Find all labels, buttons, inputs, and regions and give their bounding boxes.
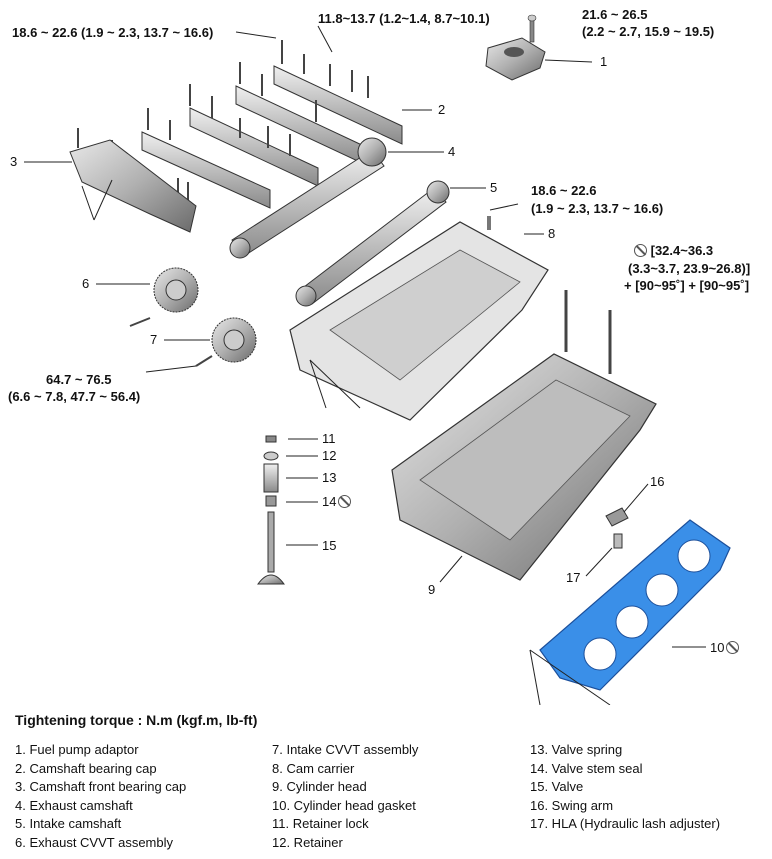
- legend-item: 17. HLA (Hydraulic lash adjuster): [530, 816, 721, 832]
- legend-item: 12. Retainer: [272, 834, 343, 850]
- callout-14: 14: [322, 494, 352, 510]
- callout-13: 13: [322, 470, 337, 485]
- callout-7: 7: [150, 332, 158, 347]
- callout-11: 11: [322, 431, 336, 446]
- callout-2: 2: [438, 102, 446, 117]
- cylinder-head-bolts: [564, 290, 612, 374]
- legend-item: 3. Camshaft front bearing cap: [15, 779, 187, 795]
- torque-bearing-cap-front: 18.6 ~ 22.6 (1.9 ~ 2.3, 13.7 ~ 16.6): [12, 25, 214, 40]
- cylinder-head-gasket: [539, 519, 731, 691]
- valve-stack: [257, 435, 285, 585]
- legend-item: 13. Valve spring: [530, 742, 623, 757]
- torque-fuel-pump-1: 21.6 ~ 26.5: [582, 7, 648, 22]
- callout-3: 3: [10, 154, 18, 169]
- callout-10: 10: [710, 640, 740, 656]
- legend-item: 15. Valve: [530, 779, 584, 795]
- callout-8: 8: [548, 226, 556, 241]
- torque-head-bolt-3: + [90~95˚] + [90~95˚]: [624, 278, 750, 293]
- camshaft-bearing-caps: [141, 65, 403, 209]
- torque-fuel-pump-2: (2.2 ~ 2.7, 15.9 ~ 19.5): [582, 24, 715, 39]
- exhaust-cvvt-assembly: [153, 267, 199, 313]
- torque-cvvt-2: (6.6 ~ 7.8, 47.7 ~ 56.4): [8, 389, 141, 404]
- torque-bearing-cap: 11.8~13.7 (1.2~1.4, 8.7~10.1): [318, 11, 490, 26]
- fuel-pump-adaptor: [485, 14, 546, 81]
- legend-col-1: 1. Fuel pump adaptor 2. Camshaft bearing…: [15, 741, 186, 853]
- callout-4: 4: [448, 144, 456, 159]
- legend-item: 5. Intake camshaft: [15, 816, 122, 832]
- exploded-diagram: [24, 14, 731, 705]
- legend-item: 7. Intake CVVT assembly: [272, 742, 419, 757]
- legend-col-2: 7. Intake CVVT assembly 8. Cam carrier 9…: [272, 741, 418, 853]
- camshaft-front-bearing-cap: [69, 139, 197, 233]
- callout-15: 15: [322, 538, 337, 553]
- legend-item: 4. Exhaust camshaft: [15, 797, 133, 813]
- callout-1: 1: [600, 54, 608, 69]
- cvvt-bolts: [129, 317, 213, 367]
- legend-item: 9. Cylinder head: [272, 779, 367, 795]
- legend-item: 2. Camshaft bearing cap: [15, 760, 157, 776]
- legend-item: 6. Exhaust CVVT assembly: [15, 834, 173, 850]
- cylinder-head: [391, 353, 657, 581]
- swing-arm: [605, 507, 629, 527]
- callout-17: 17: [566, 570, 581, 585]
- leader-lines: [24, 25, 706, 705]
- no-reuse-icon: [726, 641, 740, 654]
- hla: [613, 533, 623, 549]
- legend-item: 14. Valve stem seal: [530, 760, 643, 776]
- torque-cam-carrier-1: 18.6 ~ 22.6: [531, 183, 597, 198]
- legend-item: 1. Fuel pump adaptor: [15, 742, 139, 757]
- legend-item: 11. Retainer lock: [272, 816, 369, 832]
- callout-16: 16: [650, 474, 665, 489]
- callout-6: 6: [82, 276, 90, 291]
- no-reuse-icon: [634, 244, 647, 257]
- callout-9: 9: [428, 582, 436, 597]
- exhaust-camshaft: [229, 137, 387, 259]
- torque-head-bolt-1: [32.4~36.3: [632, 243, 713, 259]
- torque-head-bolt-2: (3.3~3.7, 23.9~26.8)]: [628, 261, 751, 276]
- intake-cvvt-assembly: [211, 317, 257, 363]
- no-reuse-icon: [338, 495, 352, 508]
- callout-5: 5: [490, 180, 498, 195]
- legend-item: 10. Cylinder head gasket: [272, 797, 416, 813]
- intake-camshaft: [295, 180, 450, 307]
- legend-item: 16. Swing arm: [530, 797, 614, 813]
- torque-cam-carrier-2: (1.9 ~ 2.3, 13.7 ~ 16.6): [531, 201, 664, 216]
- legend-item: 8. Cam carrier: [272, 760, 355, 776]
- torque-cvvt-1: 64.7 ~ 76.5: [46, 372, 112, 387]
- legend-col-3: 13. Valve spring 14. Valve stem seal 15.…: [530, 741, 720, 834]
- cam-carrier: [289, 216, 549, 421]
- torque-title: Tightening torque : N.m (kgf.m, lb-ft): [15, 712, 258, 728]
- callout-12: 12: [322, 448, 337, 463]
